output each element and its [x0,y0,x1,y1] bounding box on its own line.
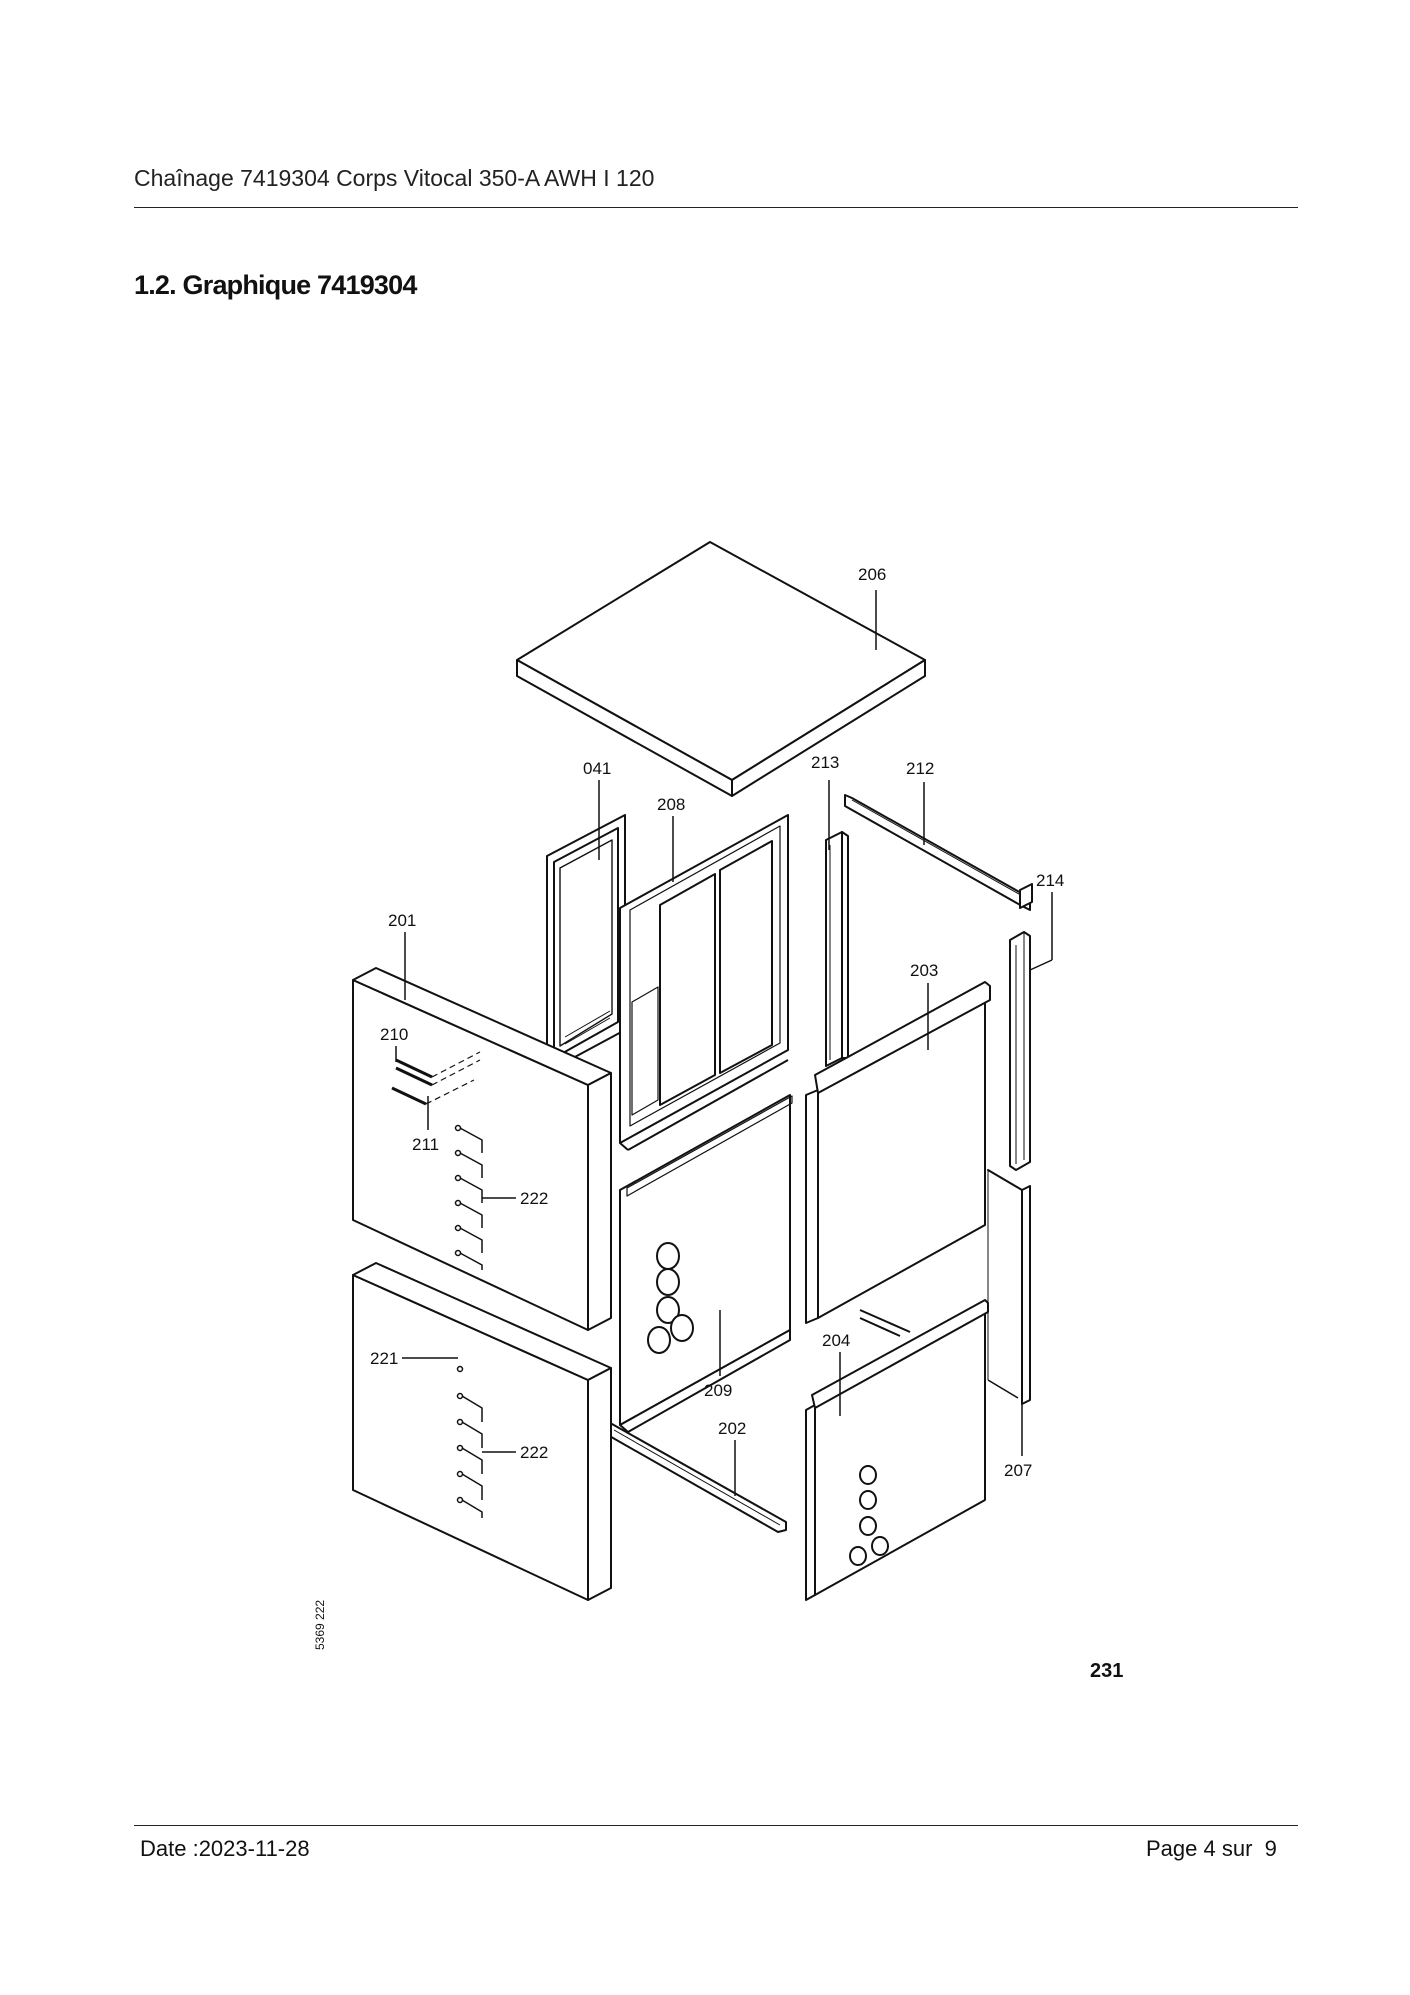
part-lower-front-panel [352,1262,612,1601]
callout-207: 207 [1004,1461,1032,1480]
figure-number: 231 [1090,1660,1124,1682]
page-total: 9 [1264,1836,1277,1861]
part-204-rear-lower-panel [805,1299,989,1601]
leader-lines [395,590,1053,1496]
part-207-right-trim [859,1169,1031,1405]
part-208-frame-panel [619,814,789,1151]
part-214-vertical-post [1009,931,1031,1171]
part-203-rear-panel [805,981,991,1324]
callout-203: 203 [910,961,938,980]
callout-201: 201 [388,911,416,930]
callout-222-upper: 222 [520,1189,548,1208]
part-202-bottom-rail [605,1423,787,1533]
part-209-lower-side-panel [619,1094,793,1433]
part-041-filter-frame [546,814,626,1073]
callout-211: 211 [412,1135,439,1154]
drawing-code: 5369 222 [313,1600,327,1650]
header-divider [134,207,1298,208]
callout-222-lower: 222 [520,1443,548,1462]
callout-214: 214 [1036,871,1064,890]
callout-212: 212 [906,759,934,778]
part-201-upper-front-panel [352,967,612,1331]
callout-208: 208 [657,795,685,814]
callout-206: 206 [858,565,886,584]
part-212-top-rail [844,794,1033,911]
page-header-title: Chaînage 7419304 Corps Vitocal 350-A AWH… [134,165,655,191]
section-heading: 1.2. Graphique 7419304 [134,270,417,300]
callout-labels: 206 041 208 213 212 214 201 203 210 211 … [313,565,1064,1650]
callout-204: 204 [822,1331,850,1350]
callout-202: 202 [718,1419,746,1438]
page-label: Page 4 sur [1146,1836,1253,1861]
callout-210: 210 [380,1025,408,1044]
callout-041: 041 [583,759,611,778]
callout-221: 221 [370,1349,398,1368]
callout-213: 213 [811,753,839,772]
footer-page-number: Page 4 sur 9 [1146,1836,1277,1862]
part-206-top-cover [516,541,926,797]
footer-date: Date :2023-11-28 [140,1836,310,1861]
footer-divider [134,1825,1298,1826]
part-213-vertical-post [825,831,849,1067]
callout-209: 209 [704,1381,732,1400]
